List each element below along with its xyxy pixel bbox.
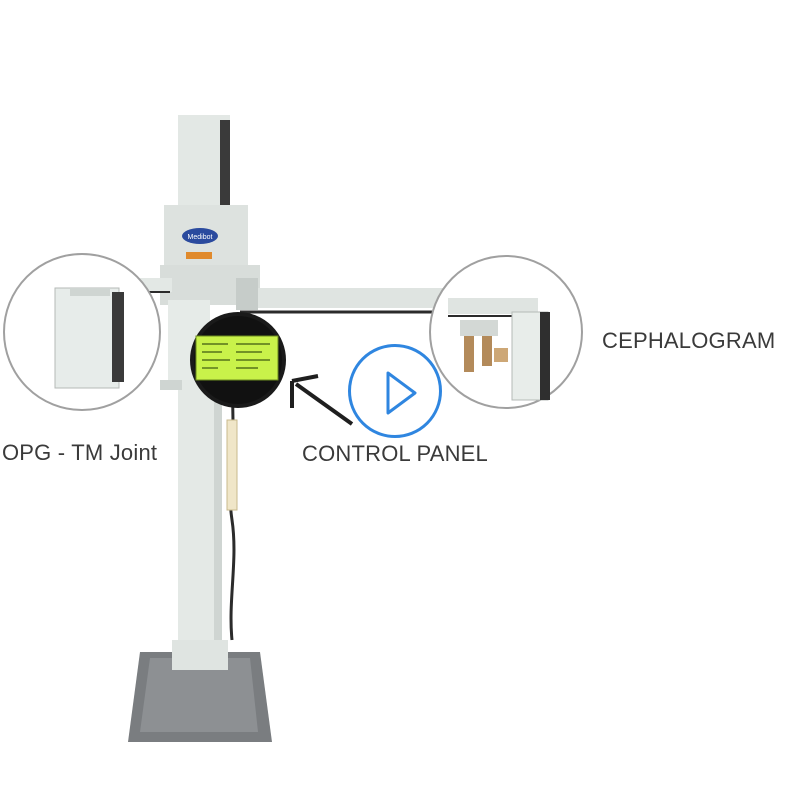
ear-rod [464,336,474,372]
play-video-button[interactable] [348,344,442,438]
play-icon [386,371,417,415]
control-panel-label: CONTROL PANEL [302,441,488,466]
brand-badge-text: Medibot [188,234,213,241]
brand-logo-icon [182,228,218,244]
cephalogram-label: CEPHALOGRAM [602,328,776,353]
cephalogram-zoom-circle [429,255,583,409]
opg-unit [54,287,120,389]
lcd-screen [195,335,279,381]
opg-tm-joint-label: OPG - TM Joint [2,440,158,465]
cephalostat-arm [240,288,470,308]
arrow-icon [290,374,354,426]
